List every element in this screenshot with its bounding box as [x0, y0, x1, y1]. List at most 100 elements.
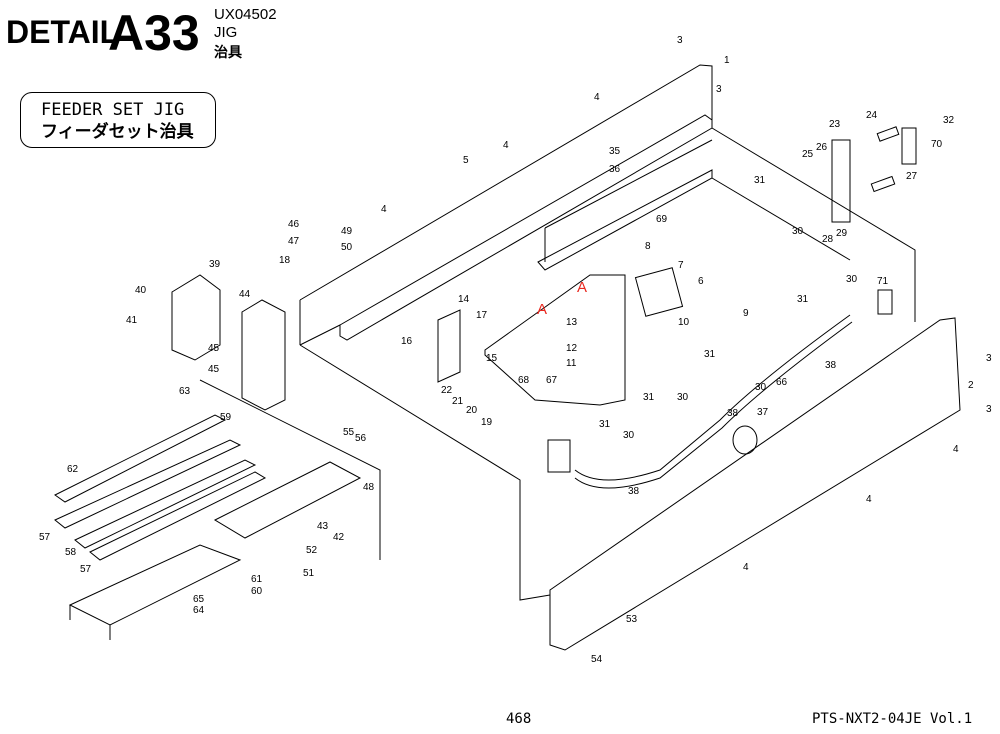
callout-48: 48: [363, 482, 375, 493]
callout-43: 43: [317, 521, 329, 532]
callout-4: 4: [743, 562, 749, 573]
callout-70: 70: [931, 139, 943, 150]
jig-title-jp: 治具: [214, 44, 242, 60]
callout-22: 22: [441, 385, 453, 396]
strip-57-lower: [89, 471, 267, 561]
plate-14: [437, 309, 461, 383]
callout-58: 58: [65, 547, 77, 558]
feeder-set-jig-box: FEEDER SET JIG フィーダセット治具: [20, 92, 216, 148]
callout-4: 4: [594, 92, 600, 103]
callout-47: 47: [288, 236, 300, 247]
marker-a: A: [577, 279, 587, 296]
top-rail-upper: [299, 64, 713, 301]
callout-49: 49: [341, 226, 353, 237]
callout-51: 51: [303, 568, 315, 579]
callout-71: 71: [877, 276, 889, 287]
detail-label: DETAIL: [6, 14, 120, 50]
callout-56: 56: [355, 433, 367, 444]
document-reference: PTS-NXT2-04JE Vol.1: [812, 711, 973, 727]
channel: [68, 544, 242, 626]
callout-60: 60: [251, 586, 263, 597]
page-number: 468: [506, 711, 532, 727]
callout-10: 10: [678, 317, 690, 328]
callout-38: 38: [628, 486, 640, 497]
callout-59: 59: [220, 412, 232, 423]
callout-62: 62: [67, 464, 79, 475]
callout-14: 14: [458, 294, 470, 305]
callout-23: 23: [829, 119, 841, 130]
callout-54: 54: [591, 654, 603, 665]
callout-35: 35: [609, 146, 621, 157]
callout-8: 8: [645, 241, 651, 252]
callout-5: 5: [463, 155, 469, 166]
callout-38: 38: [727, 408, 739, 419]
part-7: [634, 267, 684, 317]
callout-42: 42: [333, 532, 345, 543]
callout-52: 52: [306, 545, 318, 556]
part-number: UX04502: [214, 6, 277, 23]
callout-15: 15: [486, 353, 498, 364]
callout-31: 31: [704, 349, 716, 360]
callout-57: 57: [80, 564, 92, 575]
callout-3: 3: [986, 353, 992, 364]
diagram-lines: [54, 64, 961, 651]
bracket-39: [171, 274, 221, 361]
callout-31: 31: [797, 294, 809, 305]
callout-45: 45: [208, 343, 220, 354]
callout-53: 53: [626, 614, 638, 625]
callout-39: 39: [209, 259, 221, 270]
guide-rail: [537, 169, 713, 271]
callout-55: 55: [343, 427, 355, 438]
block-44: [241, 299, 286, 411]
marker-a: A: [537, 301, 547, 318]
callout-12: 12: [566, 343, 578, 354]
callout-27: 27: [906, 171, 918, 182]
callout-31: 31: [599, 419, 611, 430]
part-block-left: [547, 439, 571, 473]
callout-25: 25: [802, 149, 814, 160]
callout-30: 30: [677, 392, 689, 403]
callout-29: 29: [836, 228, 848, 239]
callout-44: 44: [239, 289, 251, 300]
callout-4: 4: [953, 444, 959, 455]
plate-48: [213, 461, 362, 539]
disk-37: [732, 425, 758, 455]
side-plate: [549, 317, 961, 651]
callout-46: 46: [288, 219, 300, 230]
part-71: [877, 289, 893, 315]
callout-30: 30: [846, 274, 858, 285]
callout-28: 28: [822, 234, 834, 245]
callout-20: 20: [466, 405, 478, 416]
callout-18: 18: [279, 255, 291, 266]
feeder-set-jig-jp: フィーダセット治具: [41, 122, 194, 142]
callout-36: 36: [609, 164, 621, 175]
callout-41: 41: [126, 315, 138, 326]
callout-50: 50: [341, 242, 353, 253]
callout-45: 45: [208, 364, 220, 375]
callout-38: 38: [825, 360, 837, 371]
callout-3: 3: [986, 404, 992, 415]
callout-30: 30: [755, 382, 767, 393]
callout-3: 3: [716, 84, 722, 95]
callout-69: 69: [656, 214, 668, 225]
callout-9: 9: [743, 308, 749, 319]
callout-13: 13: [566, 317, 578, 328]
bracket-23: [831, 139, 851, 223]
callout-61: 61: [251, 574, 263, 585]
callout-24: 24: [866, 110, 878, 121]
callout-4: 4: [503, 140, 509, 151]
callout-6: 6: [698, 276, 704, 287]
callout-31: 31: [643, 392, 655, 403]
callout-37: 37: [757, 407, 769, 418]
callout-21: 21: [452, 396, 464, 407]
callouts: 1 2 3 3 3 3 4 4 4 4 4 4 5 6 7 8 9 10 11 …: [39, 35, 992, 665]
strip-62: [54, 414, 227, 503]
callout-4: 4: [381, 204, 387, 215]
callout-66: 66: [776, 377, 788, 388]
callout-26: 26: [816, 142, 828, 153]
feeder-set-jig-en: FEEDER SET JIG: [41, 100, 185, 120]
callout-31: 31: [754, 175, 766, 186]
callout-4: 4: [866, 494, 872, 505]
shaft: [574, 314, 851, 481]
callout-67: 67: [546, 375, 558, 386]
